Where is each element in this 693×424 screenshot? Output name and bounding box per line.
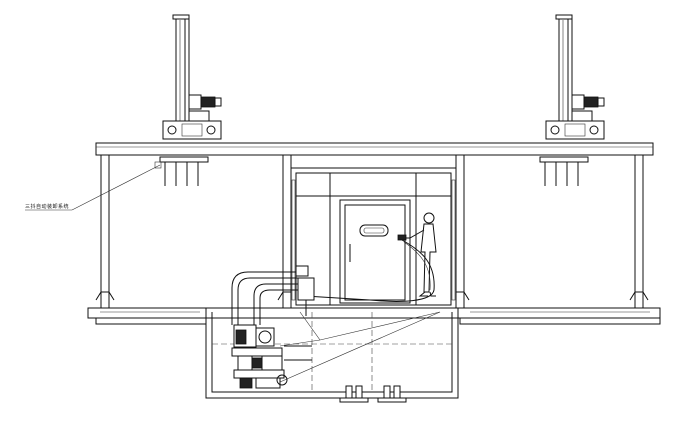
floor-slab [87, 307, 661, 325]
callout-label: 三抖自动装卸系统 [25, 204, 70, 210]
right-gantry-tower [545, 14, 605, 140]
service-pit [205, 308, 459, 403]
gantry-beam [95, 142, 654, 156]
operator-figure [397, 212, 437, 297]
left-gantry-tower [162, 14, 222, 140]
left-fork-gripper [154, 156, 209, 186]
callout-leader [71, 164, 161, 211]
right-fork-gripper [539, 156, 589, 186]
spray-hose [304, 239, 435, 302]
pump-station [231, 324, 312, 389]
supply-pipes [231, 265, 315, 325]
